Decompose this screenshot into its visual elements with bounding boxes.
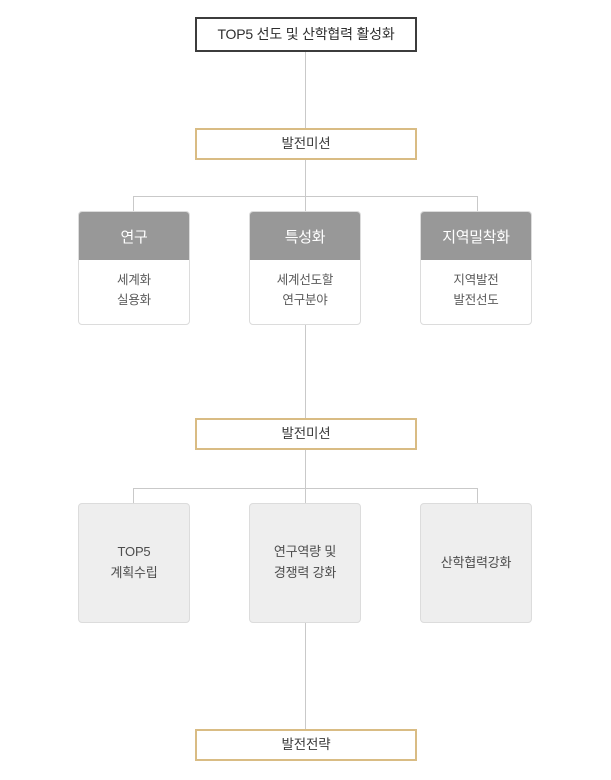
band-strategy: 발전전략 bbox=[195, 729, 417, 761]
connector-mission1-stem bbox=[305, 160, 306, 211]
connector-mission1-branch-right bbox=[477, 196, 478, 211]
connector-mission1-branch-left bbox=[133, 196, 134, 211]
mission-card-research-title: 연구 bbox=[79, 212, 189, 260]
connector-root-to-mission1 bbox=[305, 52, 306, 128]
band-mission-2: 발전미션 bbox=[195, 418, 417, 450]
mission-card-local-engagement: 지역밀착화 지역발전 발전선도 bbox=[420, 211, 532, 325]
connector-mission2-branch-left bbox=[133, 488, 134, 503]
root-node-label: TOP5 선도 및 산학협력 활성화 bbox=[217, 26, 395, 43]
connector-mission2-bus bbox=[133, 488, 478, 489]
strategy-tile-research-capability: 연구역량 및 경쟁력 강화 bbox=[249, 503, 361, 623]
connector-tiles-to-strategy bbox=[305, 623, 306, 729]
mission-card-specialization: 특성화 세계선도할 연구분야 bbox=[249, 211, 361, 325]
connector-mission2-branch-right bbox=[477, 488, 478, 503]
mission-card-local-engagement-title: 지역밀착화 bbox=[421, 212, 531, 260]
mission-card-local-engagement-body: 지역발전 발전선도 bbox=[453, 272, 499, 307]
mission-card-specialization-title: 특성화 bbox=[250, 212, 360, 260]
strategy-tile-top5-plan: TOP5 계획수립 bbox=[78, 503, 190, 623]
strategy-tile-industry-cooperation: 산학협력강화 bbox=[420, 503, 532, 623]
band-strategy-label: 발전전략 bbox=[281, 737, 331, 753]
mission-card-research: 연구 세계화 실용화 bbox=[78, 211, 190, 325]
root-node-top5-leadership: TOP5 선도 및 산학협력 활성화 bbox=[195, 17, 417, 52]
mission-card-research-body: 세계화 실용화 bbox=[117, 272, 151, 307]
band-mission-1: 발전미션 bbox=[195, 128, 417, 160]
connector-mission1-bus bbox=[133, 196, 478, 197]
connector-mission2-stem bbox=[305, 450, 306, 503]
band-mission-2-label: 발전미션 bbox=[281, 426, 331, 442]
mission-card-specialization-body: 세계선도할 연구분야 bbox=[276, 272, 334, 307]
connector-cards-to-mission2 bbox=[305, 325, 306, 418]
band-mission-1-label: 발전미션 bbox=[281, 136, 331, 152]
